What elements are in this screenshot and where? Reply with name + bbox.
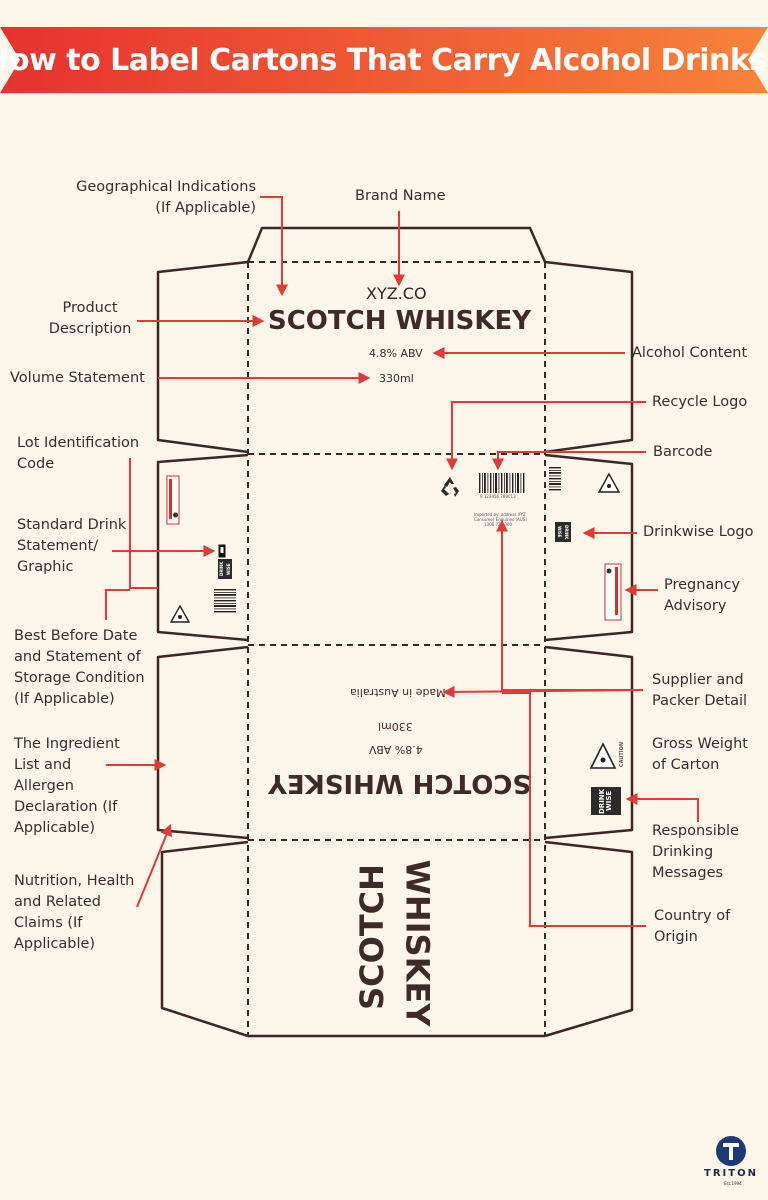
label-volume-statement: Volume Statement [10,370,145,386]
label-ingredient-line3: Allergen [14,778,74,794]
importer-line-1: Imported by: address XYZ [474,512,526,517]
label-pregnancy-line1: Pregnancy [664,577,741,593]
label-best-line4: (If Applicable) [14,691,115,707]
label-pregnancy-line2: Advisory [664,598,727,614]
label-best-line3: Storage Condition [14,670,145,686]
recycle-icon [441,477,459,497]
label-product-line2: Description [48,321,132,337]
label-std-line3: Graphic [17,559,74,575]
title-banner [0,27,768,93]
carton-abv: 4.8% ABV [369,347,423,360]
label-ingredient-line5: Applicable) [14,820,96,836]
label-responsible-line1: Responsible [652,823,739,839]
triton-logo-name: TRITON [704,1168,758,1179]
label-country-line2: Origin [654,929,698,945]
label-brand-name: Brand Name [355,188,446,204]
label-responsible-line2: Drinking [652,844,714,860]
label-alcohol-content: Alcohol Content [632,345,748,361]
label-responsible-line3: Messages [652,865,724,881]
right-barcode-icon [549,467,561,491]
pregnancy-warning-icon [166,475,180,525]
label-best-line1: Best Before Date [14,628,138,644]
carton-volume: 330ml [379,372,414,385]
label-ingredient-line4: Declaration (If [14,799,118,815]
standard-drink-icon [218,544,226,558]
page-title: How to Label Cartons That Carry Alcohol … [0,42,768,78]
label-country-of-origin: Country of Origin [654,906,730,948]
gross-weight-caution-icon [589,742,617,769]
label-ingredient-list: The Ingredient List and Allergen Declara… [14,734,120,839]
label-std-line2: Statement/ [17,538,99,554]
label-nutrition-line3: Claims (If [14,915,83,931]
label-product-line1: Product [62,300,118,316]
label-responsible-drinking: Responsible Drinking Messages [652,821,739,884]
label-std-line1: Standard Drink [17,517,127,533]
drinkwise-logo-right: DRINK WISE [555,522,571,542]
label-country-line1: Country of [654,908,731,924]
label-ingredient-line1: The Ingredient [14,736,120,752]
label-nutrition-line1: Nutrition, Health [14,873,135,889]
carton-brand: XYZ.CO [366,284,427,303]
label-nutrition-line2: and Related [14,894,101,910]
label-ingredient-line2: List and [14,757,72,773]
label-gross-line2: of Carton [652,757,720,773]
importer-line-2: Consumer Enquiries (AUS) [474,517,527,522]
label-geo-line1: Geographical Indications [76,179,256,195]
label-product-description: Product Description [40,298,140,340]
label-best-before: Best Before Date and Statement of Storag… [14,626,145,710]
label-nutrition-line4: Applicable) [14,936,96,952]
label-nutrition-claims: Nutrition, Health and Related Claims (If… [14,871,134,955]
label-drinkwise-logo: Drinkwise Logo [643,524,754,540]
triton-logo-icon [716,1136,746,1166]
label-lot-line1: Lot Identification [17,435,140,451]
label-best-line2: and Statement of [14,649,141,665]
label-gross-weight: Gross Weight of Carton [652,734,748,776]
right-caution-icon [598,472,620,493]
label-supplier-packer: Supplier and Packer Detail [652,670,747,712]
label-recycle-logo: Recycle Logo [652,394,748,410]
label-lot-identification: Lot Identification Code [17,433,139,475]
triton-logo-sub: Est.1994 [724,1181,742,1186]
label-lot-line2: Code [17,456,55,472]
left-barcode-icon [214,589,236,613]
label-supplier-line1: Supplier and [652,672,744,688]
label-pregnancy-advisory: Pregnancy Advisory [664,575,740,617]
left-caution-icon [170,604,190,623]
label-supplier-line2: Packer Detail [652,693,748,709]
label-gross-line1: Gross Weight [652,736,748,752]
label-geo-line2: (If Applicable) [155,200,256,216]
label-geographical: Geographical Indications (If Applicable) [60,177,256,219]
barcode-icon [479,473,525,493]
label-barcode: Barcode [653,444,713,460]
pregnancy-advisory-icon [604,563,622,621]
barcode-digits: 9 123456 789013 [480,494,516,499]
label-standard-drink: Standard Drink Statement/ Graphic [17,515,126,578]
carton-product-title: SCOTCH WHISKEY [268,306,532,336]
